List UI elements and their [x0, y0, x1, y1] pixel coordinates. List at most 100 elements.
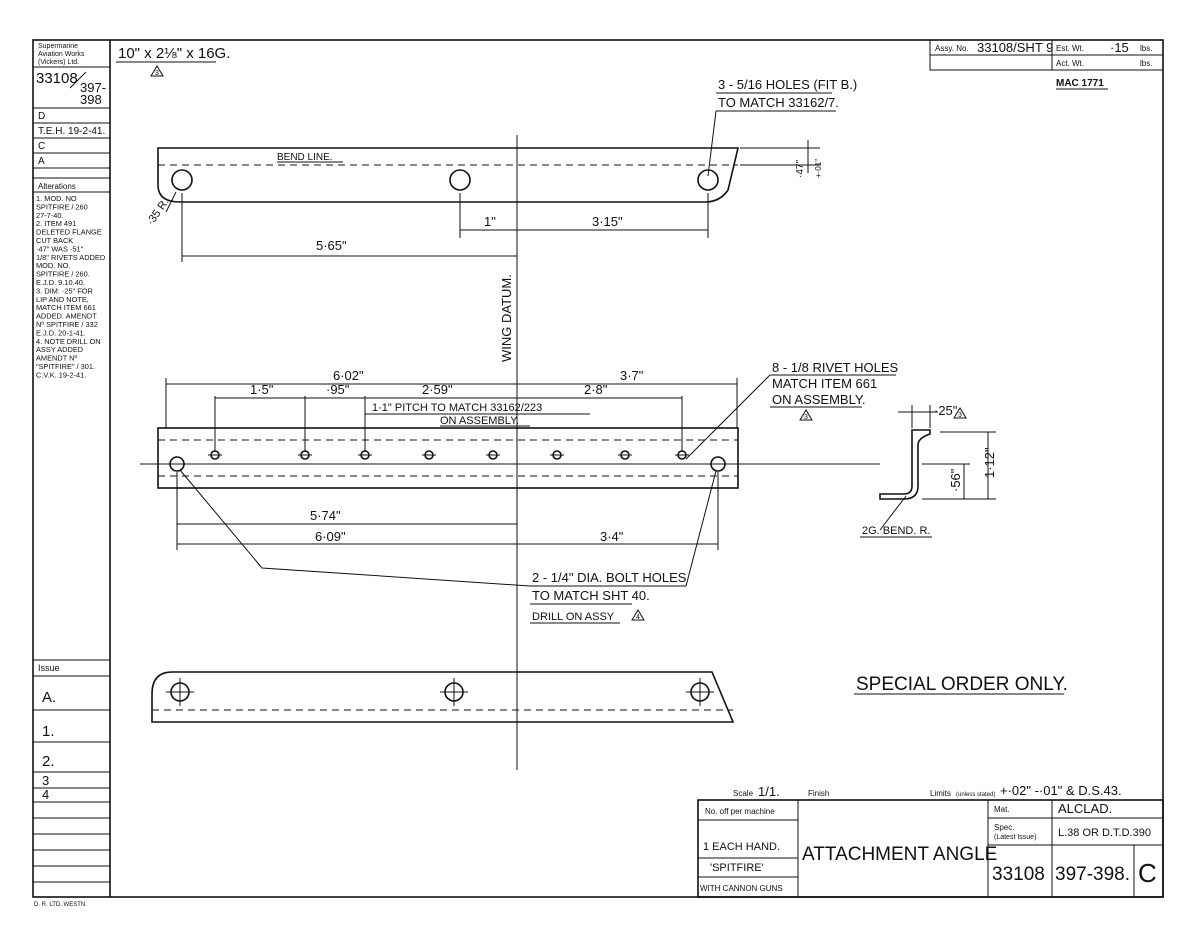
rivet-note-line-3: ON ASSEMBLY. [772, 392, 865, 407]
limits-value: +·02" -·01" & D.S.43. [1000, 783, 1122, 798]
pitch-note-line-1: 1·1" PITCH TO MATCH 33162/223 [372, 402, 542, 414]
printer-mark: D. R. LTD. WESTN. [34, 902, 87, 908]
alteration-line: 27-7-40. [36, 211, 64, 220]
issue-letter: C [1138, 858, 1157, 888]
sheet-number: 397-398. [1055, 864, 1130, 885]
stock-size: 10" x 2⅛" x 16G. [118, 45, 230, 62]
issue-1: 1. [42, 723, 55, 740]
scale-value: 1/1. [758, 784, 780, 799]
alteration-line: 3. DIM: ·25" FOR [36, 286, 93, 295]
dim-2-59: 2·59" [422, 382, 453, 397]
revision-row-teh: T.E.H. 19-2-41. [38, 126, 105, 137]
section-lip-dim: ·25" [934, 403, 958, 418]
fit-hole-center [449, 169, 471, 191]
alteration-line: 1/8" RIVETS ADDED [36, 253, 105, 262]
bend-line-label: BEND LINE. [277, 152, 333, 163]
drawing-number-top: 33108 [36, 70, 78, 87]
alteration-line: E.J.D. 9.10.40. [36, 278, 85, 287]
alteration-line: DELETED FLANGE [36, 228, 102, 237]
rivet-note-triangle-icon [799, 409, 813, 421]
dim-5-74: 5·74" [310, 508, 341, 523]
dim-5-65: 5·65" [316, 238, 347, 253]
fit-holes-note-line-2: TO MATCH 33162/7. [718, 95, 839, 110]
view-flat-top: BEND LINE. ·35 R. 3 - 5/16 HOLES (FIT B.… [145, 77, 857, 262]
no-off-line-2: 'SPITFIRE' [710, 862, 764, 874]
bolt-hole-right [710, 456, 726, 472]
dim-3-4: 3·4" [600, 529, 624, 544]
alteration-line: Nº SPITFIRE / 332 [36, 320, 98, 329]
section-view: ·25" 3 1·12" ·56" 2G. BEND. R. [860, 403, 997, 538]
header: 10" x 2⅛" x 16G. 3 Assy. No. 33108/SHT 9… [116, 39, 1164, 90]
limits-label: Limits [930, 789, 951, 798]
bolt-note-line-2: TO MATCH SHT 40. [532, 588, 650, 603]
act-wt-label: Act. Wt. [1056, 59, 1084, 68]
dim-6-02: 6·02" [333, 368, 364, 383]
alteration-line: SPITFIRE / 260. [36, 270, 90, 279]
mac-number: MAC 1771 [1056, 78, 1104, 89]
alteration-line: MATCH ITEM 661 [36, 303, 96, 312]
revision-row-d: D [38, 111, 45, 122]
material-value: ALCLAD. [1058, 801, 1112, 816]
no-off-line-1: 1 EACH HAND. [703, 841, 780, 853]
company-line-3: (Vickers) Ltd. [38, 59, 79, 66]
flat-outline [157, 147, 740, 203]
drawing-title: ATTACHMENT ANGLE [802, 844, 997, 865]
issue-3: 3 [42, 773, 49, 788]
rivet-note-mark: 3 [804, 414, 808, 421]
company-line-1: Supermarine [38, 43, 78, 50]
view-elevation: 6·02" 3·7" 1·5" ·95" 2·59" 2·8" 1·1" PIT… [140, 360, 899, 624]
section-profile [879, 429, 931, 500]
flange-width-tolerance: +·01" [814, 159, 823, 178]
no-off-line-3: WITH CANNON GUNS [700, 884, 783, 893]
material-label: Mat. [994, 805, 1010, 814]
bolt-hole-left [169, 456, 185, 472]
est-wt-unit: lbs. [1140, 44, 1152, 53]
alteration-line: LIP AND NOTE, [36, 295, 89, 304]
scale-label: Scale [733, 789, 754, 798]
title-block: Scale 1/1. Finish Limits (unless stated)… [697, 783, 1164, 898]
bolt-note-triangle-icon [631, 609, 645, 621]
alteration-line: ASSY ADDED [36, 345, 83, 354]
limits-sub: (unless stated) [956, 792, 995, 798]
bolt-note-line-1: 2 - 1/4" DIA. BOLT HOLES [532, 570, 687, 585]
bottom-outline [151, 671, 735, 723]
no-off-label: No. off per machine [705, 807, 775, 816]
dim-3-15: 3·15" [592, 214, 623, 229]
drawing-number-sub-a: 397- [80, 80, 106, 95]
corner-radius: ·35 R. [145, 196, 172, 227]
alteration-line: C.V.K. 19-2-41. [36, 370, 86, 379]
dim-6-09: 6·09" [315, 529, 346, 544]
rivet-note-leader [685, 374, 771, 460]
rivet-holes [208, 450, 689, 460]
alterations-heading: Alterations [38, 182, 76, 191]
special-order-note: SPECIAL ORDER ONLY. [856, 674, 1068, 695]
alteration-line: ADDED. AMENDT [36, 312, 97, 321]
section-height-dim: 1·12" [982, 447, 997, 478]
finish-label: Finish [808, 789, 829, 798]
bolt-note-leader-right [685, 470, 717, 587]
alteration-line: 4. NOTE DRILL ON [36, 337, 101, 346]
rivet-note-line-2: MATCH ITEM 661 [772, 376, 877, 391]
section-note-triangle-icon [953, 407, 967, 419]
stock-note-mark: 3 [155, 70, 159, 77]
bolt-note-mark: 4 [636, 614, 640, 621]
dim-1-5: 1·5" [250, 382, 274, 397]
stock-note-triangle-icon [150, 65, 164, 77]
spec-label-line-1: Spec. [994, 823, 1014, 832]
revision-row-c: C [38, 141, 45, 152]
left-column: Supermarine Aviation Works (Vickers) Ltd… [33, 43, 110, 908]
title-block-frame [697, 799, 1164, 898]
alteration-line: 1. MOD. NO [36, 194, 77, 203]
alteration-line: SPITFIRE / 260 [36, 202, 88, 211]
wing-datum-label: WING DATUM. [499, 274, 514, 362]
sheet-border [32, 39, 1164, 898]
spec-value: L.38 OR D.T.D.390 [1058, 827, 1151, 839]
rivet-note-line-1: 8 - 1/8 RIVET HOLES [772, 360, 899, 375]
company-line-2: Aviation Works [38, 51, 85, 58]
elevation-outline [157, 427, 739, 489]
fit-hole-left [171, 169, 193, 191]
issue-a: A. [42, 689, 56, 706]
bend-radius-label: 2G. BEND. R. [862, 525, 930, 537]
dim-2-8: 2·8" [584, 382, 608, 397]
